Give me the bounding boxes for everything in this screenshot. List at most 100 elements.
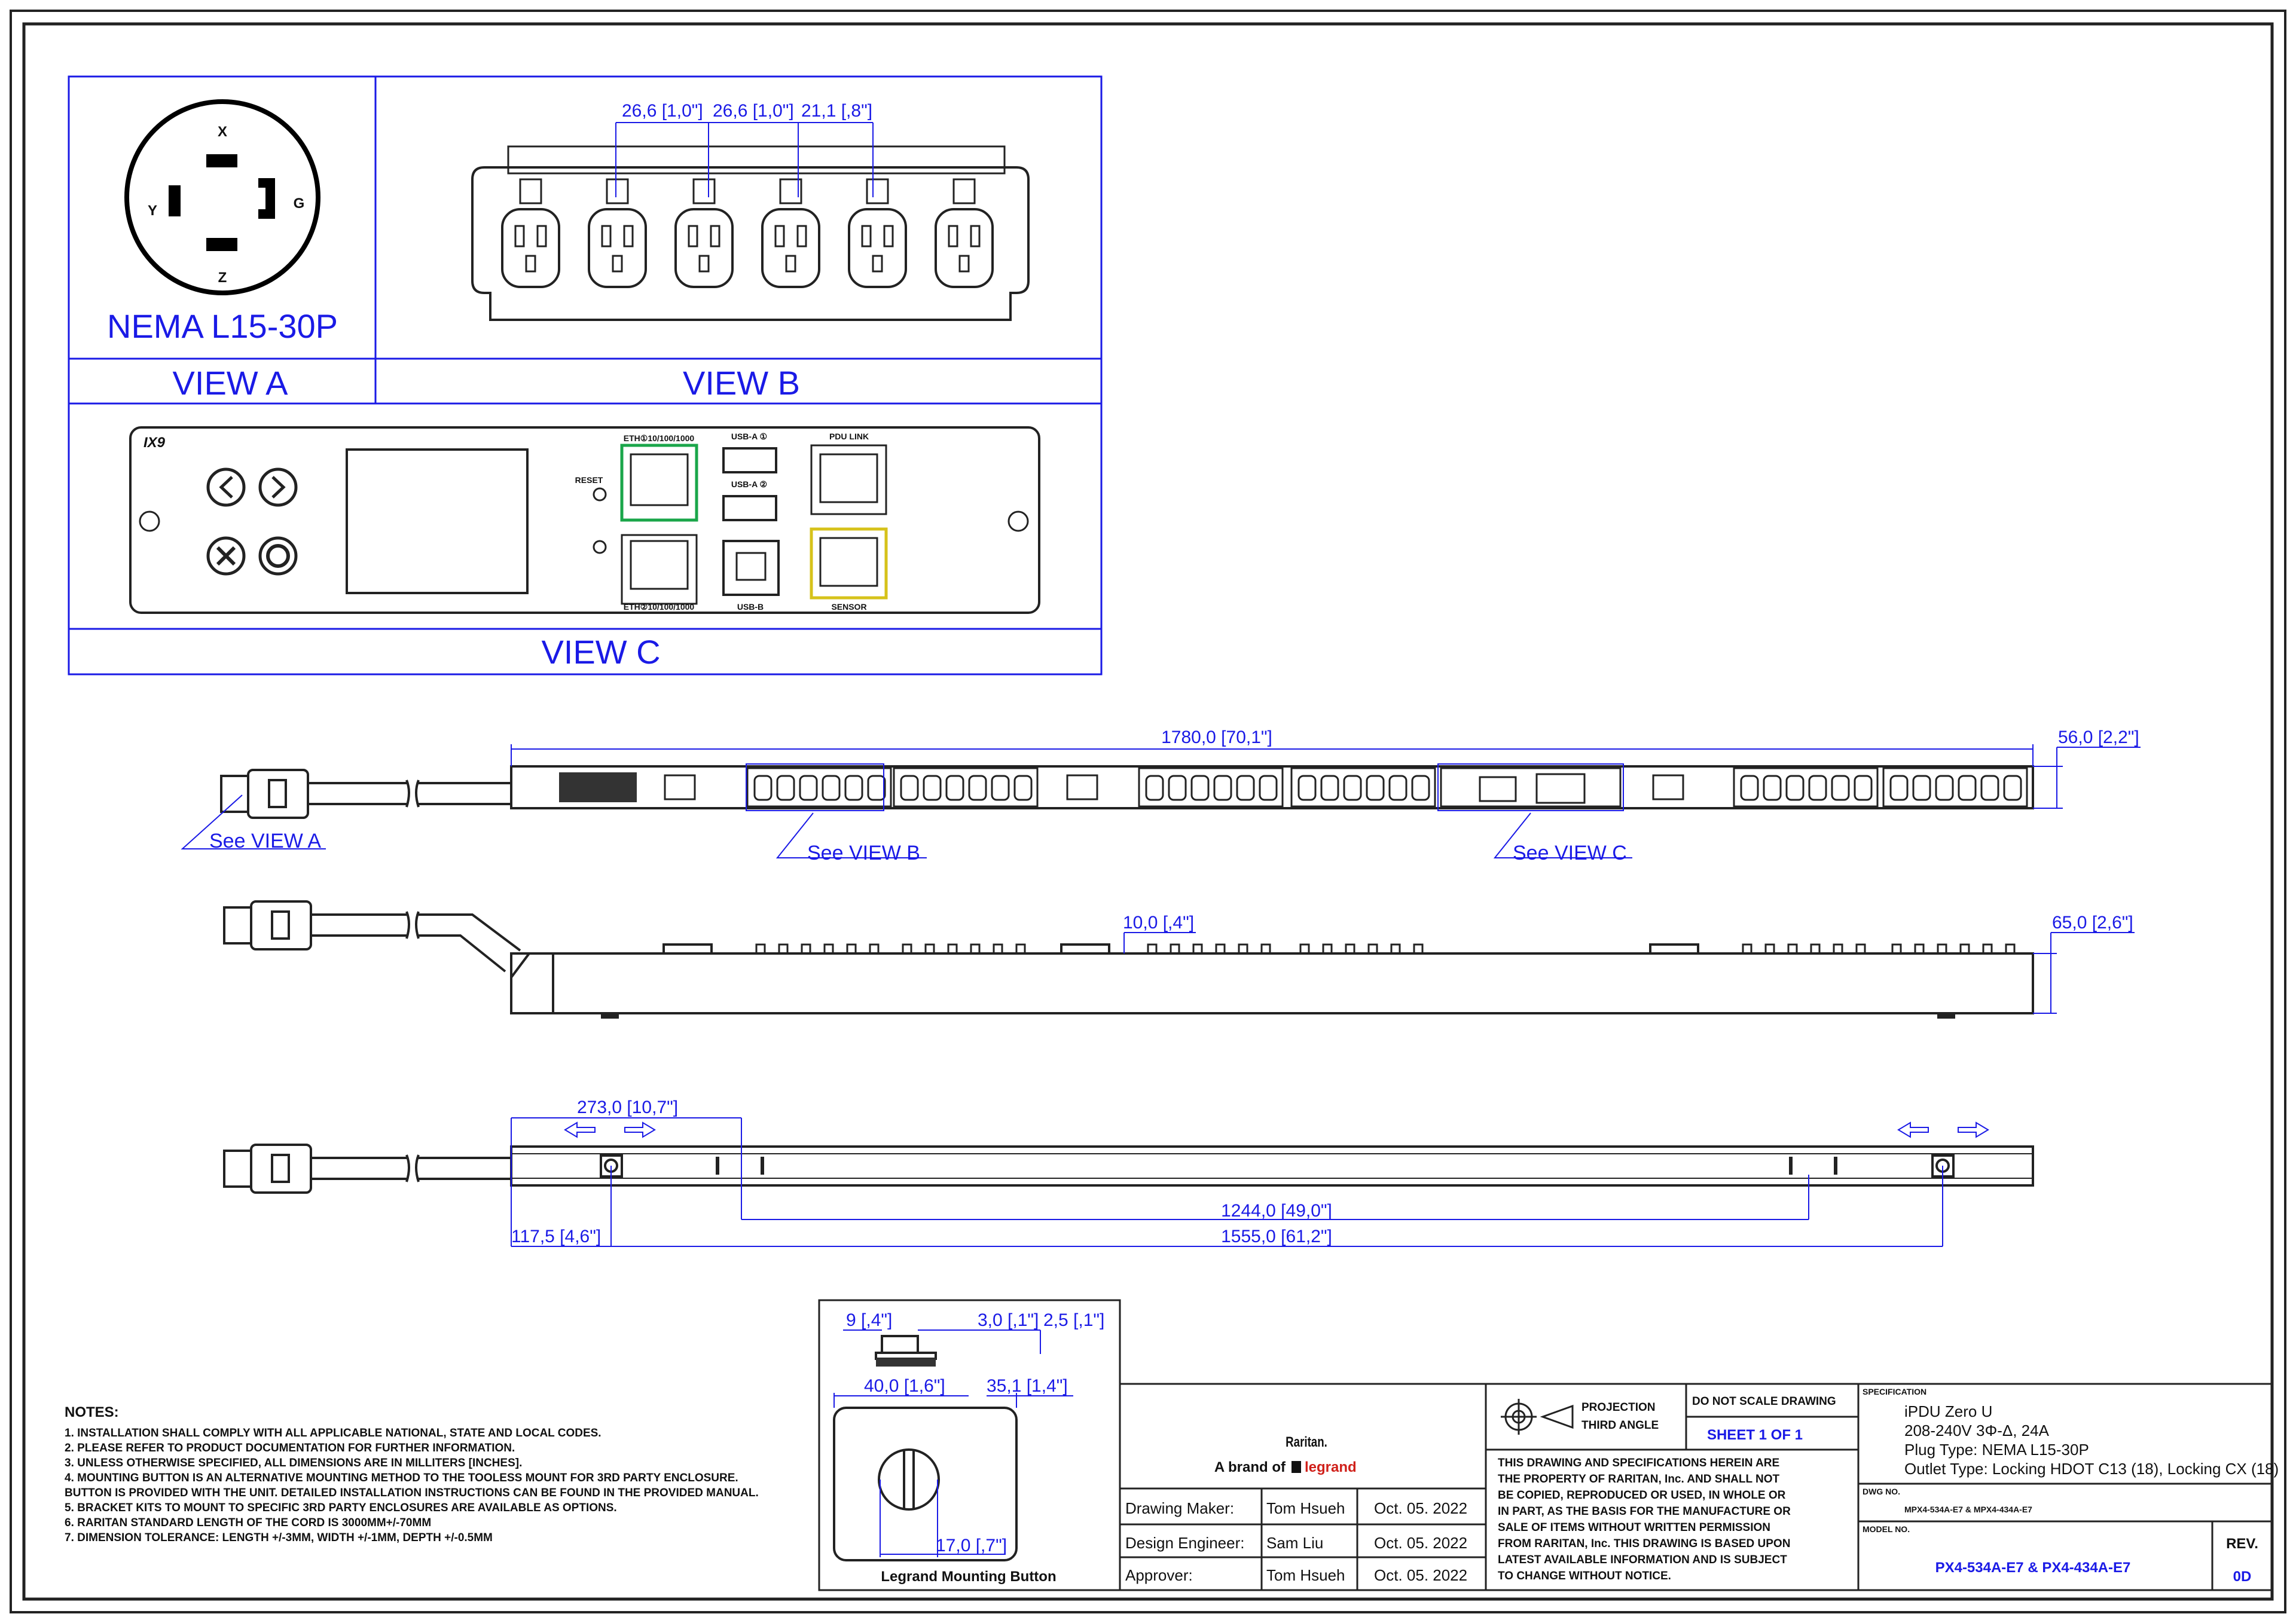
outlet-group <box>746 767 892 808</box>
outer-border <box>10 10 2286 1613</box>
btn-dim-3: 3,0 [,1"] <box>978 1310 1039 1330</box>
raritan-logo: Raritan. <box>1286 1434 1327 1450</box>
dim-b-3: 21,1 [,8"] <box>801 101 872 121</box>
pin-z-label: Z <box>218 270 227 286</box>
panel-brand: IX9 <box>144 435 166 451</box>
disclaimer-line: SALE OF ITEMS WITHOUT WRITTEN PERMISSION <box>1498 1521 1770 1534</box>
disclaimer-line: BE COPIED, REPRODUCED OR USED, IN WHOLE … <box>1498 1489 1786 1502</box>
pdu-link-port[interactable] <box>810 444 887 515</box>
nema-plug-face: X Z Y G <box>124 99 320 295</box>
see-view-b: See VIEW B <box>807 842 920 864</box>
view-a-title: VIEW A <box>173 364 289 402</box>
views-frame <box>68 75 1103 676</box>
projection-symbol <box>1501 1399 1574 1435</box>
note-line: 7. DIMENSION TOLERANCE: LENGTH +/-3MM, W… <box>65 1532 493 1544</box>
role-2: Design Engineer: <box>1125 1534 1244 1552</box>
outlet-group <box>1733 767 1879 808</box>
notes-title: NOTES: <box>65 1404 119 1420</box>
button-caption: Legrand Mounting Button <box>881 1569 1056 1585</box>
brand-line: A brand of <box>1214 1459 1286 1475</box>
eth1-label: ETH①10/100/1000 <box>624 433 695 443</box>
see-view-a: See VIEW A <box>209 830 321 852</box>
usb-a1-port[interactable] <box>722 447 777 473</box>
breaker-1 <box>664 774 696 800</box>
outlet-row <box>501 178 994 288</box>
date-3: Oct. 05. 2022 <box>1374 1566 1467 1584</box>
notes: NOTES: 1. INSTALLATION SHALL COMPLY WITH… <box>65 1404 759 1544</box>
no-scale: DO NOT SCALE DRAWING <box>1692 1395 1836 1408</box>
note-line: 1. INSTALLATION SHALL COMPLY WITH ALL AP… <box>65 1427 602 1439</box>
dim-117: 117,5 [4,6"] <box>511 1227 601 1246</box>
rev-value: 0D <box>2233 1569 2252 1585</box>
plug-type-label: NEMA L15-30P <box>107 307 338 345</box>
model-number: PX4-534A-E7 & PX4-434A-E7 <box>1935 1560 2131 1576</box>
spec-label: SPECIFICATION <box>1863 1387 1926 1396</box>
eth1-port[interactable] <box>620 444 698 522</box>
usb-b-label: USB-B <box>737 602 764 612</box>
dwg-label: DWG NO. <box>1863 1487 1900 1496</box>
cancel-button[interactable] <box>206 536 246 576</box>
date-2: Oct. 05. 2022 <box>1374 1534 1467 1552</box>
disclaimer-line: LATEST AVAILABLE INFORMATION AND IS SUBJ… <box>1498 1554 1787 1566</box>
pin-y <box>169 185 181 216</box>
outlet-socket <box>588 178 647 288</box>
pin-z <box>206 238 237 251</box>
dim-depth: 65,0 [2,6"] <box>2052 913 2133 933</box>
outlet-socket <box>935 178 994 288</box>
usb-b-port[interactable] <box>722 540 780 596</box>
outlet-group <box>893 767 1039 808</box>
inner-border <box>22 22 2274 1601</box>
usb-a2-label: USB-A ② <box>731 479 767 489</box>
panel-screw-left <box>139 511 160 532</box>
view-c-title: VIEW C <box>541 633 660 671</box>
outlet-socket <box>501 178 560 288</box>
sensor-port[interactable] <box>810 527 888 600</box>
dim-b-2: 26,6 [1,0"] <box>713 101 794 121</box>
disclaimer-line: THIS DRAWING AND SPECIFICATIONS HEREIN A… <box>1498 1457 1779 1469</box>
nav-right-button[interactable] <box>258 467 298 507</box>
spec-line: 208-240V 3Φ-Δ, 24A <box>1904 1422 2050 1439</box>
back-dimensions <box>511 1117 1943 1247</box>
brand-badge <box>559 772 637 802</box>
pdu-side-view <box>223 900 2034 1019</box>
pdu-link-label: PDU LINK <box>829 432 869 441</box>
dwg-number: MPX4-534A-E7 & MPX4-434A-E7 <box>1904 1505 2032 1514</box>
outlet-socket <box>761 178 820 288</box>
status-led <box>593 540 607 554</box>
note-line: 6. RARITAN STANDARD LENGTH OF THE CORD I… <box>65 1517 431 1529</box>
eth2-port[interactable] <box>621 534 698 605</box>
nav-left-button[interactable] <box>206 467 246 507</box>
legrand-mark <box>1292 1461 1301 1473</box>
projection-1: PROJECTION <box>1581 1401 1656 1414</box>
pin-y-label: Y <box>148 203 157 219</box>
panel-screw-right <box>1007 511 1029 532</box>
mounting-button-detail: 9 [,4"] 3,0 [,1"] 2,5 [,1"] 40,0 [1,6"] … <box>818 1299 1121 1591</box>
outlet-group <box>1138 767 1284 808</box>
pin-g-label: G <box>294 195 305 212</box>
lcd-display <box>346 448 529 594</box>
usb-a2-port[interactable] <box>722 495 777 521</box>
outlet-socket <box>674 178 734 288</box>
pdu-front-view <box>220 765 2034 819</box>
dim-1555: 1555,0 [61,2"] <box>1221 1227 1332 1246</box>
spec-line: Plug Type: NEMA L15-30P <box>1904 1441 2089 1459</box>
front-dimensions <box>181 744 2141 858</box>
btn-dim-17: 17,0 [,7"] <box>936 1536 1007 1555</box>
dim-273: 273,0 [10,7"] <box>577 1098 678 1117</box>
spec-line: Outlet Type: Locking HDOT C13 (18), Lock… <box>1904 1460 2279 1478</box>
note-line: 3. UNLESS OTHERWISE SPECIFIED, ALL DIMEN… <box>65 1457 522 1469</box>
breaker-3 <box>1652 774 1684 800</box>
ok-button[interactable] <box>258 536 298 576</box>
rev-label: REV. <box>2226 1536 2258 1552</box>
dim-b-1: 26,6 [1,0"] <box>622 101 703 121</box>
eth2-label: ETH②10/100/1000 <box>624 602 695 612</box>
reset-label: RESET <box>575 475 603 485</box>
note-line: 5. BRACKET KITS TO MOUNT TO SPECIFIC 3RD… <box>65 1502 617 1514</box>
pin-x-label: X <box>218 124 227 140</box>
reset-pinhole[interactable] <box>593 487 607 502</box>
brand-name: legrand <box>1305 1459 1357 1475</box>
btn-dim-35: 35,1 [1,4"] <box>987 1376 1068 1396</box>
outlet-block <box>471 145 1030 321</box>
front-controller <box>1440 767 1622 808</box>
